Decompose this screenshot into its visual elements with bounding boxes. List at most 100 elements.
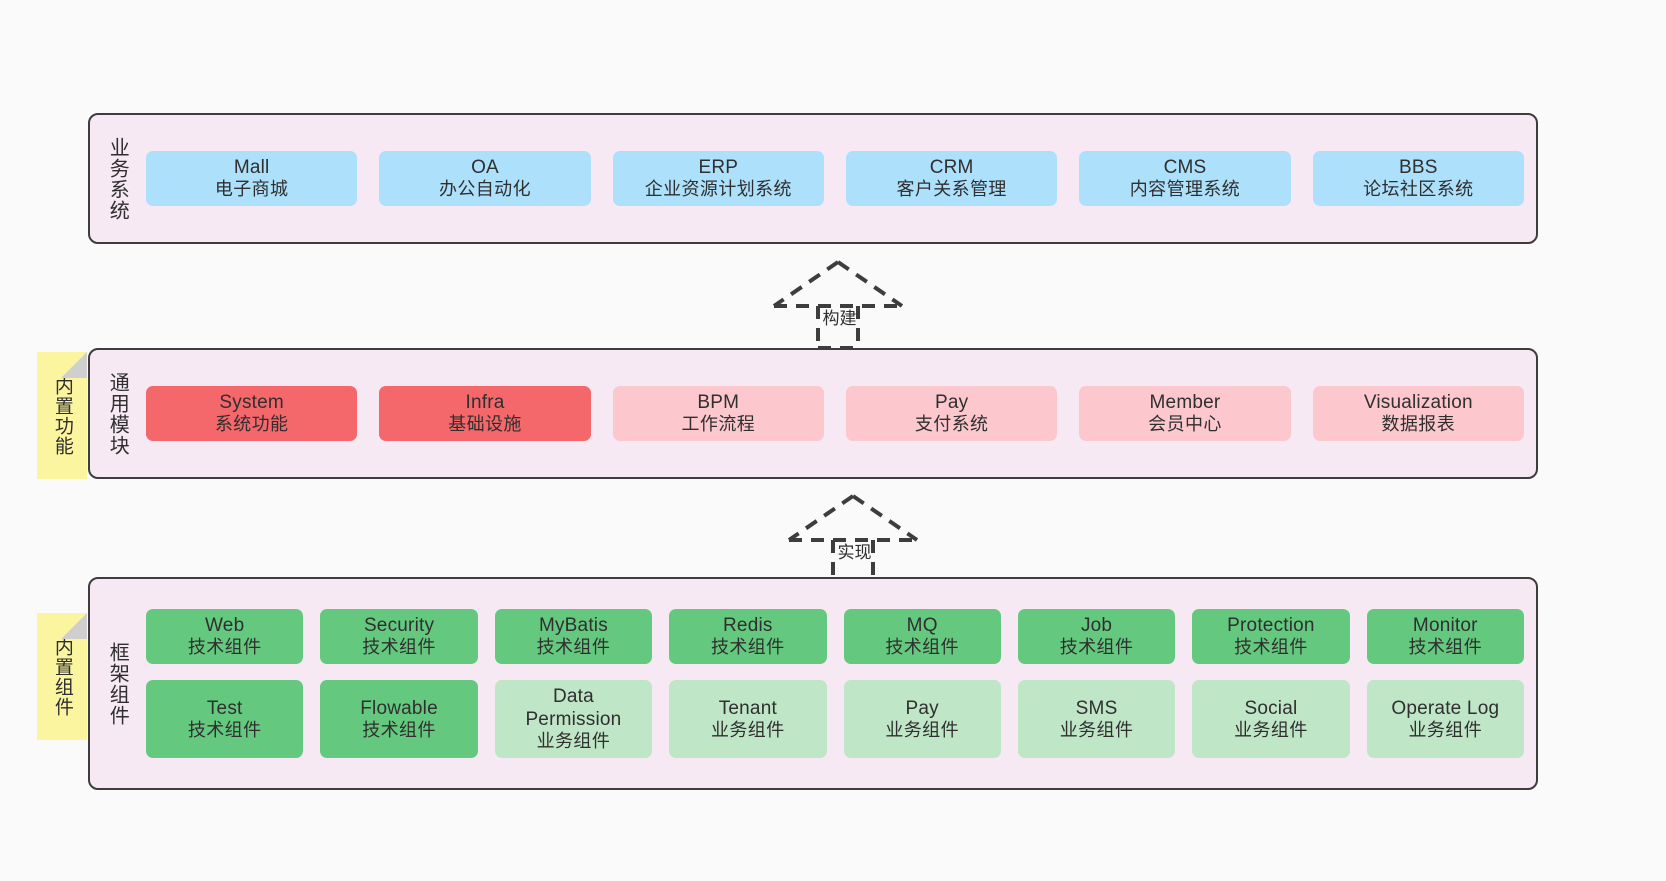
- card-tenant[interactable]: Tenant 业务组件: [669, 680, 827, 759]
- card-title: BPM: [697, 391, 740, 413]
- card-subtitle: 业务组件: [536, 731, 611, 752]
- card-system[interactable]: System 系统功能: [146, 385, 358, 442]
- card-title: Infra: [465, 391, 505, 413]
- card-pay[interactable]: Pay 支付系统: [845, 385, 1058, 442]
- card-infra[interactable]: Infra 基础设施: [379, 385, 591, 442]
- layer-body-framework-component: Web 技术组件 Security 技术组件 MyBatis 技术组件 Redi…: [136, 589, 1524, 778]
- card-subtitle: 技术组件: [362, 719, 436, 740]
- card-subtitle: 内容管理系统: [1129, 179, 1241, 200]
- card-subtitle: 支付系统: [914, 414, 989, 435]
- card-title: Social: [1244, 697, 1298, 719]
- card-title: Security: [363, 614, 435, 636]
- sticky-note-label: 内置组件: [51, 636, 73, 717]
- card-title: ERP: [698, 156, 739, 178]
- card-protection[interactable]: Protection 技术组件: [1192, 608, 1350, 665]
- card-operate-log[interactable]: Operate Log 业务组件: [1366, 680, 1524, 759]
- card-pay-component[interactable]: Pay 业务组件: [843, 680, 1001, 759]
- card-title: Web: [205, 614, 245, 636]
- card-subtitle: 系统功能: [214, 414, 289, 435]
- card-mybatis[interactable]: MyBatis 技术组件: [494, 608, 653, 665]
- card-row: Test 技术组件 Flowable 技术组件 Data Permission …: [146, 680, 1524, 759]
- sticky-note-label: 内置功能: [51, 375, 73, 456]
- card-visualization[interactable]: Visualization 数据报表: [1312, 385, 1524, 442]
- card-subtitle: 业务组件: [1408, 719, 1483, 740]
- card-subtitle: 业务组件: [885, 719, 959, 740]
- sticky-note-builtin-component[interactable]: 内置组件: [37, 613, 87, 740]
- card-mall[interactable]: Mall 电子商城: [146, 150, 358, 207]
- card-title: Redis: [723, 614, 773, 636]
- card-title: System: [219, 391, 284, 413]
- layer-common-module[interactable]: 通用模块 System 系统功能 Infra 基础设施 BPM 工作流程 Pay…: [88, 348, 1538, 479]
- card-subtitle: 办公自动化: [438, 179, 531, 200]
- card-subtitle: 论坛社区系统: [1363, 179, 1474, 200]
- card-subtitle: 技术组件: [885, 637, 959, 658]
- card-title: OA: [471, 156, 499, 178]
- card-member[interactable]: Member 会员中心: [1079, 385, 1291, 442]
- card-title: Member: [1149, 391, 1221, 413]
- connector-label-build: 构建: [822, 309, 857, 328]
- connector-build: 构建: [763, 258, 913, 350]
- layer-business-system[interactable]: 业务系统 Mall 电子商城 OA 办公自动化 ERP 企业资源计划系统 CRM…: [88, 113, 1538, 244]
- card-bpm[interactable]: BPM 工作流程: [612, 385, 824, 442]
- card-title: BBS: [1398, 156, 1438, 178]
- layer-framework-component[interactable]: 框架组件 Web 技术组件 Security 技术组件 MyBatis 技术组件…: [88, 577, 1538, 790]
- card-oa[interactable]: OA 办公自动化: [379, 150, 591, 207]
- connector-implement: 实现: [778, 492, 928, 584]
- card-web[interactable]: Web 技术组件: [146, 608, 304, 665]
- card-subtitle: 工作流程: [681, 414, 756, 435]
- card-crm[interactable]: CRM 客户关系管理: [845, 150, 1058, 207]
- card-test[interactable]: Test 技术组件: [146, 680, 304, 759]
- card-security[interactable]: Security 技术组件: [320, 608, 478, 665]
- card-subtitle: 技术组件: [711, 637, 785, 658]
- card-row: System 系统功能 Infra 基础设施 BPM 工作流程 Pay 支付系统…: [146, 385, 1524, 442]
- sticky-note-builtin-function[interactable]: 内置功能: [37, 352, 87, 479]
- card-mq[interactable]: MQ 技术组件: [843, 608, 1001, 665]
- card-subtitle: 企业资源计划系统: [644, 179, 792, 200]
- layer-title-common-module: 通用模块: [106, 371, 129, 456]
- card-title: Pay: [905, 697, 939, 719]
- card-subtitle: 业务组件: [1234, 719, 1308, 740]
- card-title: Test: [206, 697, 243, 719]
- card-title: Operate Log: [1391, 697, 1500, 719]
- card-subtitle: 数据报表: [1381, 414, 1456, 435]
- card-title: Mall: [233, 156, 270, 178]
- card-subtitle: 技术组件: [187, 637, 262, 658]
- card-subtitle: 技术组件: [1059, 637, 1134, 658]
- card-title: Visualization: [1363, 391, 1473, 413]
- card-title: MQ: [906, 614, 938, 636]
- card-social[interactable]: Social 业务组件: [1192, 680, 1350, 759]
- card-title: Monitor: [1412, 614, 1478, 636]
- card-title: MyBatis: [538, 614, 608, 636]
- layer-title-business-system: 业务系统: [106, 136, 129, 221]
- card-title: CMS: [1163, 156, 1207, 178]
- card-subtitle: 技术组件: [536, 637, 611, 658]
- layer-title-framework-component: 框架组件: [106, 641, 129, 726]
- card-subtitle: 技术组件: [187, 719, 262, 740]
- card-title: Job: [1080, 614, 1113, 636]
- card-title: Flowable: [360, 697, 438, 719]
- card-cms[interactable]: CMS 内容管理系统: [1079, 150, 1291, 207]
- card-bbs[interactable]: BBS 论坛社区系统: [1312, 150, 1524, 207]
- card-subtitle: 技术组件: [1408, 637, 1483, 658]
- card-title: SMS: [1075, 697, 1118, 719]
- layer-body-business-system: Mall 电子商城 OA 办公自动化 ERP 企业资源计划系统 CRM 客户关系…: [136, 125, 1524, 232]
- connector-label-implement: 实现: [837, 543, 872, 562]
- card-sms[interactable]: SMS 业务组件: [1017, 680, 1176, 759]
- card-job[interactable]: Job 技术组件: [1017, 608, 1176, 665]
- card-subtitle: 会员中心: [1148, 414, 1222, 435]
- card-title: Data Permission: [525, 686, 622, 730]
- card-data-permission[interactable]: Data Permission 业务组件: [494, 680, 653, 759]
- card-title: Tenant: [718, 697, 777, 719]
- card-redis[interactable]: Redis 技术组件: [669, 608, 827, 665]
- card-subtitle: 基础设施: [448, 414, 522, 435]
- card-title: Pay: [934, 391, 969, 413]
- card-monitor[interactable]: Monitor 技术组件: [1366, 608, 1524, 665]
- card-erp[interactable]: ERP 企业资源计划系统: [612, 150, 824, 207]
- card-title: Protection: [1227, 614, 1315, 636]
- layer-body-common-module: System 系统功能 Infra 基础设施 BPM 工作流程 Pay 支付系统…: [136, 360, 1524, 467]
- card-subtitle: 业务组件: [711, 719, 785, 740]
- card-flowable[interactable]: Flowable 技术组件: [320, 680, 478, 759]
- card-row: Mall 电子商城 OA 办公自动化 ERP 企业资源计划系统 CRM 客户关系…: [146, 150, 1524, 207]
- card-subtitle: 业务组件: [1059, 719, 1134, 740]
